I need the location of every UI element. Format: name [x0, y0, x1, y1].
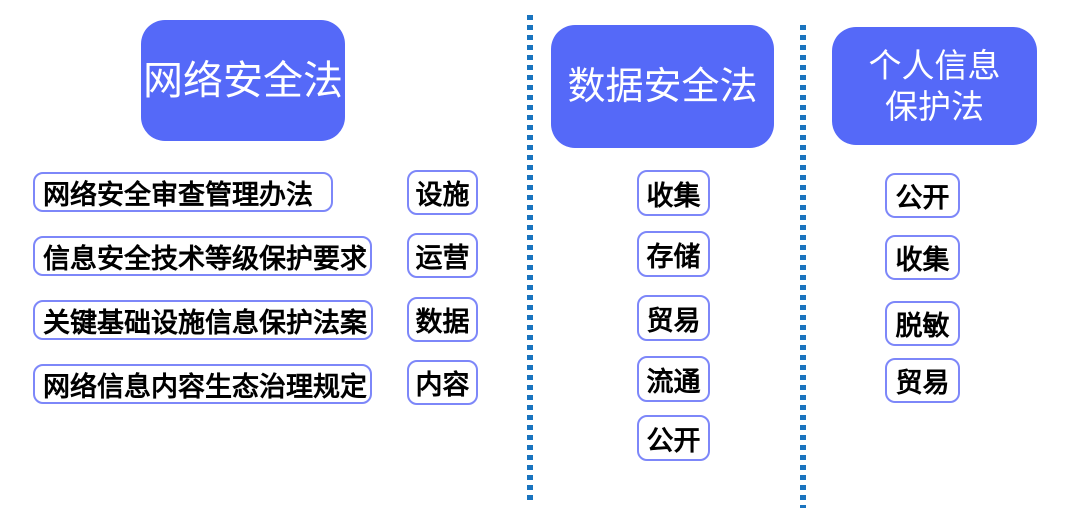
regulation-infosec-grading: 信息安全技术等级保护要求 [33, 236, 372, 276]
tag-collection: 收集 [885, 235, 960, 280]
law-title-personal-info-protection: 个人信息 保护法 [832, 27, 1037, 145]
tag-trade: 贸易 [885, 358, 960, 403]
regulation-cyber-review: 网络安全审查管理办法 [33, 172, 333, 212]
regulation-content-governance: 网络信息内容生态治理规定 [33, 364, 372, 404]
tag-storage: 存储 [637, 231, 710, 277]
tag-disclosure: 公开 [637, 415, 710, 461]
tag-disclosure: 公开 [885, 173, 960, 218]
tag-operations: 运营 [407, 233, 478, 278]
law-title-line2: 保护法 [885, 87, 984, 126]
law-title-cybersecurity: 网络安全法 [141, 20, 345, 141]
law-title-line1: 个人信息 [868, 45, 1001, 85]
regulation-critical-infrastructure: 关键基础设施信息保护法案 [33, 300, 373, 340]
tag-circulation: 流通 [637, 356, 710, 402]
tag-content: 内容 [407, 360, 478, 405]
law-title-data-security: 数据安全法 [551, 25, 774, 148]
dotted-divider-right [800, 25, 806, 508]
dotted-divider-left [527, 15, 533, 500]
tag-desensitization: 脱敏 [885, 301, 960, 346]
tag-data: 数据 [407, 297, 478, 342]
tag-trade: 贸易 [637, 295, 710, 341]
tag-facilities: 设施 [407, 170, 478, 215]
tag-collection: 收集 [637, 170, 710, 216]
